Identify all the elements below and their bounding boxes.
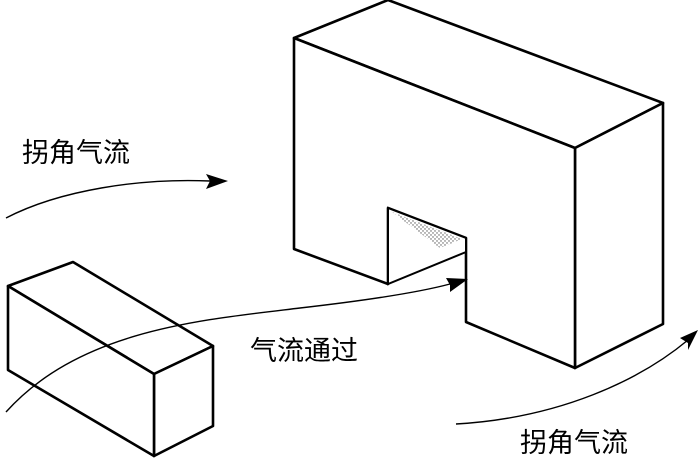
small-building: [6, 260, 215, 458]
opening-shade: [392, 212, 462, 248]
corner-flow-label-top-left: 拐角气流: [22, 138, 130, 169]
opening-inner-side: [387, 206, 467, 286]
corner-flow-bottom-right-arrowhead: [680, 330, 698, 350]
corner-flow-bottom-right-line: [455, 339, 689, 425]
through-flow-line: [5, 283, 451, 413]
small-building-front-face: [6, 284, 156, 458]
large-building-right-face: [573, 101, 665, 370]
corner-flow-top-left-line: [5, 179, 211, 219]
flow-arrows: [5, 174, 698, 425]
corner-flow-label-bottom-right: 拐角气流: [520, 428, 628, 458]
corner-flow-top-left-arrowhead: [206, 174, 228, 189]
large-building: [292, 0, 665, 370]
through-flow-arrowhead: [446, 278, 468, 292]
through-flow-label: 气流通过: [250, 336, 358, 367]
